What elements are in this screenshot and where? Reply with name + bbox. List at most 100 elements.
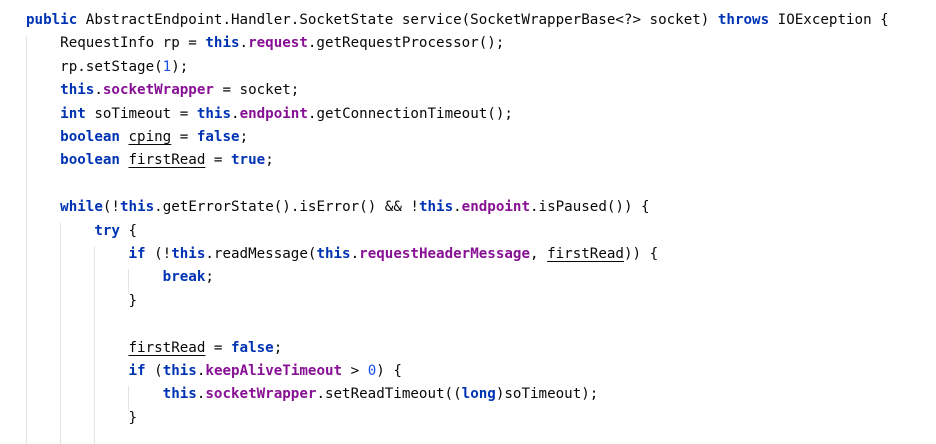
field-token: request	[248, 35, 308, 52]
code-text: .	[196, 386, 206, 403]
code-line[interactable]: this.socketWrapper = socket;	[26, 79, 299, 102]
code-text: .readMessage(	[205, 246, 317, 262]
code-line[interactable]: public AbstractEndpoint.Handler.SocketSt…	[26, 9, 889, 32]
keyword-token: long	[461, 386, 496, 403]
code-text	[26, 386, 163, 402]
keyword-token: while	[60, 199, 103, 216]
keyword-token: int	[60, 105, 86, 122]
code-line[interactable]: if (this.keepAliveTimeout > 0) {	[26, 360, 402, 383]
code-text: .getRequestProcessor();	[307, 35, 505, 52]
code-text: .getConnectionTimeout();	[307, 105, 513, 122]
keyword-token: boolean	[60, 152, 120, 169]
code-text: .	[196, 363, 206, 379]
code-text	[26, 106, 60, 122]
code-text	[26, 199, 60, 215]
code-text: .	[350, 246, 360, 262]
code-line[interactable]: break;	[26, 266, 214, 289]
code-text: .isPaused()) {	[530, 199, 650, 216]
code-text: rp.setStage(	[26, 58, 163, 75]
code-text: .	[231, 105, 240, 122]
code-line[interactable]: boolean firstRead = true;	[26, 149, 274, 172]
code-text	[26, 246, 129, 262]
keyword-token: public	[26, 12, 78, 28]
code-line[interactable]: try {	[26, 220, 137, 243]
code-text	[120, 152, 129, 168]
number-token: 1	[162, 58, 172, 75]
keyword-token: this	[418, 199, 454, 216]
code-text: )soTimeout);	[495, 386, 599, 403]
keyword-token: throws	[717, 12, 770, 28]
keyword-token: false	[196, 129, 240, 145]
code-text	[26, 152, 60, 168]
keyword-token: if	[128, 246, 146, 262]
keyword-token: try	[94, 222, 120, 239]
variable-token: firstRead	[128, 152, 206, 169]
code-text	[26, 129, 60, 145]
code-text: ;	[273, 339, 283, 356]
code-text: {	[119, 222, 138, 239]
keyword-token: this	[119, 199, 155, 216]
keyword-token: this	[196, 105, 232, 122]
code-text: ;	[205, 269, 214, 286]
code-text: .	[239, 35, 249, 52]
code-line[interactable]: rp.setStage(1);	[26, 56, 188, 79]
code-text: );	[171, 58, 189, 75]
keyword-token: this	[60, 82, 95, 99]
keyword-token: this	[205, 35, 240, 52]
code-line[interactable]: boolean cping = false;	[26, 126, 248, 149]
code-line[interactable]: if (!this.readMessage(this.requestHeader…	[26, 243, 659, 266]
keyword-token: this	[171, 246, 206, 262]
indent-guide	[94, 246, 95, 444]
code-line[interactable]: while(!this.getErrorState().isError() &&…	[26, 196, 650, 219]
field-token: socketWrapper	[102, 82, 214, 99]
code-text: .	[94, 82, 103, 99]
code-text: (	[145, 363, 163, 379]
code-line[interactable]: }	[26, 407, 137, 430]
code-text: ) {	[376, 363, 402, 379]
keyword-token: this	[162, 386, 197, 403]
code-text	[26, 363, 129, 379]
number-token: 0	[367, 363, 377, 379]
code-text: }	[26, 292, 138, 309]
keyword-token: this	[162, 363, 197, 379]
code-line[interactable]: }	[26, 290, 137, 313]
code-text: = socket;	[213, 82, 300, 99]
code-text: IOException {	[769, 12, 889, 28]
code-line[interactable]: RequestInfo rp = this.request.getRequest…	[26, 32, 504, 55]
code-text: =	[171, 129, 197, 145]
code-text: >	[342, 363, 368, 379]
code-text: )) {	[623, 246, 659, 262]
code-text: ;	[239, 129, 249, 145]
keyword-token: break	[162, 269, 206, 286]
code-text	[26, 223, 94, 239]
indent-guide	[26, 36, 27, 444]
code-text: .setReadTimeout((	[316, 386, 462, 403]
field-token: endpoint	[461, 199, 531, 216]
keyword-token: true	[231, 152, 266, 169]
code-text: ,	[530, 246, 548, 262]
code-line[interactable]: this.socketWrapper.setReadTimeout((long)…	[26, 383, 599, 406]
field-token: keepAliveTimeout	[205, 363, 343, 379]
variable-token: firstRead	[128, 339, 206, 356]
indent-guide	[128, 386, 129, 411]
code-text	[26, 269, 163, 285]
keyword-token: this	[316, 246, 351, 262]
indent-guide	[128, 269, 129, 294]
field-token: requestHeaderMessage	[359, 246, 530, 262]
code-text: =	[205, 152, 232, 169]
variable-token: cping	[128, 129, 172, 145]
keyword-token: false	[231, 339, 274, 356]
code-line[interactable]: int soTimeout = this.endpoint.getConnect…	[26, 103, 513, 126]
code-text: AbstractEndpoint.Handler.SocketState ser…	[77, 12, 718, 28]
code-text: (!	[145, 246, 172, 262]
variable-token: firstRead	[547, 246, 624, 262]
code-text: RequestInfo rp =	[26, 35, 206, 52]
field-token: endpoint	[239, 105, 308, 122]
code-text	[26, 82, 60, 98]
code-text: }	[26, 409, 138, 426]
field-token: socketWrapper	[205, 386, 317, 403]
code-text	[26, 340, 129, 356]
keyword-token: boolean	[60, 129, 120, 145]
code-line[interactable]: firstRead = false;	[26, 337, 283, 360]
